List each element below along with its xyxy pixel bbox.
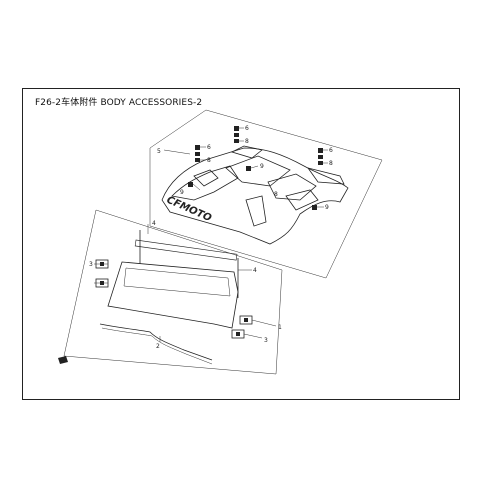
front-hood-part [161,145,349,245]
callout-4b: 4 [253,267,257,274]
callout-8b: 8 [245,138,249,145]
windshield-region-outline [63,209,283,375]
small-fastener [58,356,68,364]
callout-9a: 9 [180,189,184,196]
callout-3b: 3 [264,337,268,344]
callout-8c: 8 [329,160,333,167]
hood-fasteners [188,126,323,210]
callout-9c: 9 [325,204,329,211]
callout-1: 1 [278,324,282,331]
fender-region-outline [149,109,383,279]
windshield-part [107,230,239,329]
diagram-title: F26-2车体附件 BODY ACCESSORIES-2 [35,98,203,108]
windshield-leaders [94,224,277,342]
callout-5: 5 [157,148,161,155]
hood-leaders [163,127,328,208]
callout-6b: 6 [245,125,249,132]
callout-9b: 9 [260,163,264,170]
callout-4a: 4 [152,220,156,227]
callout-2: 2 [156,343,160,350]
callout-8d: 8 [274,191,278,198]
callout-6c: 6 [329,147,333,154]
support-bar [99,323,213,361]
callout-8a: 8 [207,157,211,164]
diagram-frame: F26-2车体附件 BODY ACCESSORIES-2 [22,88,460,400]
callout-3a: 3 [89,261,93,268]
callout-6a: 6 [207,144,211,151]
